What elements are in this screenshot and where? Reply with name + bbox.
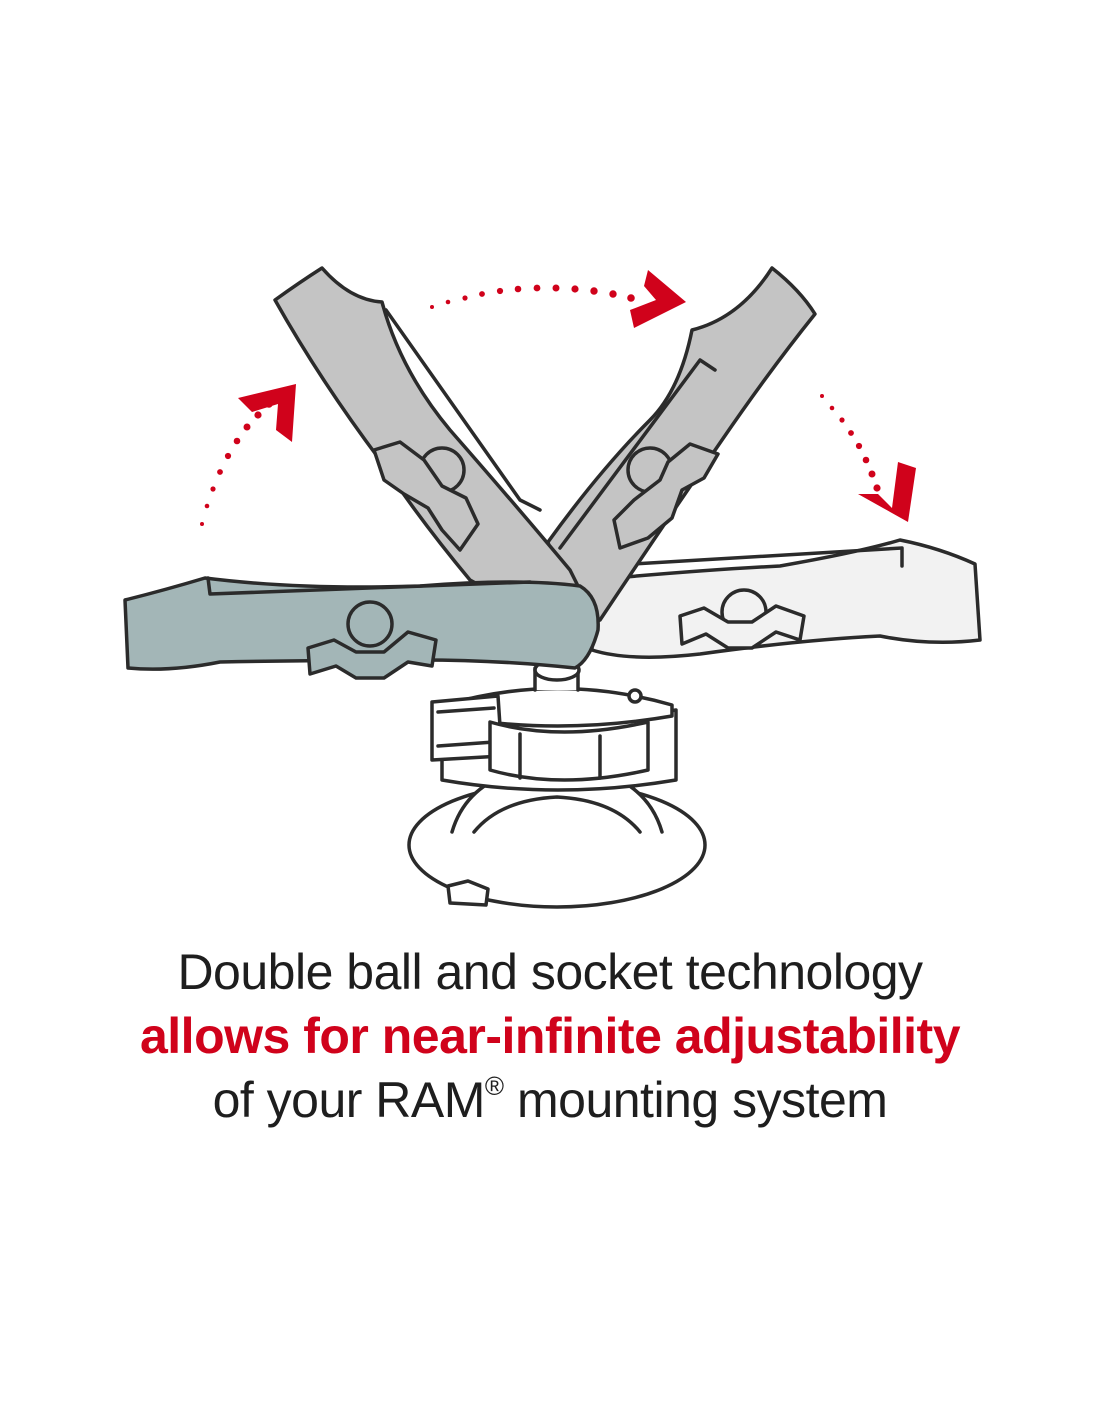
arm-left-front	[123, 576, 600, 680]
motion-arrows	[200, 270, 916, 526]
chevron-arrow-icon	[630, 270, 686, 328]
caption-line-3-end: mounting system	[503, 1072, 888, 1128]
mount-illustration	[123, 266, 982, 909]
dotted-path-left	[200, 400, 273, 526]
caption-line-3: of your RAM® mounting system	[0, 1068, 1100, 1132]
arm-tilted-right	[546, 266, 817, 630]
arm-tilted-left	[273, 266, 592, 614]
caption: Double ball and socket technology allows…	[0, 940, 1100, 1132]
dotted-path-top	[430, 284, 635, 309]
caption-line-3-start: of your RAM	[212, 1072, 486, 1128]
arm-right-light	[590, 538, 982, 659]
knob-icon	[372, 440, 480, 552]
chevron-arrow-icon	[858, 462, 916, 522]
knob-icon	[306, 600, 438, 680]
caption-line-2-highlight: allows for near-infinite adjustability	[139, 1008, 961, 1064]
suction-cup-icon	[407, 657, 707, 909]
registered-mark: ®	[484, 1071, 504, 1101]
caption-line-1: Double ball and socket technology	[177, 944, 923, 1000]
knob-icon	[678, 588, 806, 650]
dotted-path-right	[820, 394, 881, 492]
chevron-arrow-icon	[238, 384, 296, 442]
knob-icon	[612, 442, 720, 550]
